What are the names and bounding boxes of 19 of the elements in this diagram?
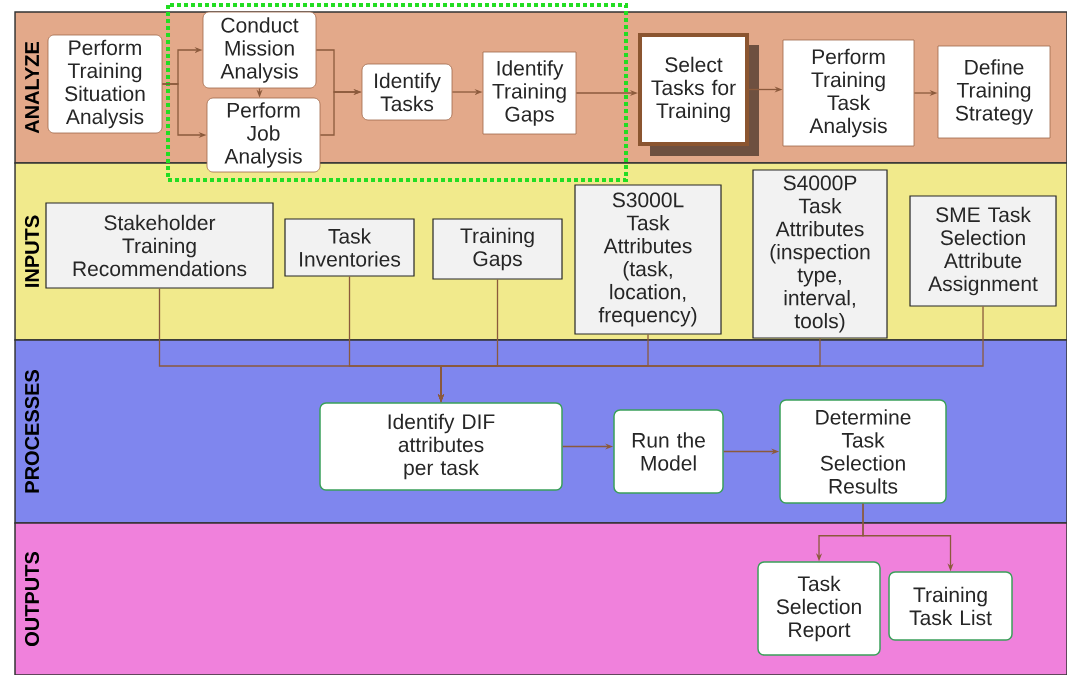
process-box: Conduct Mission Analysis bbox=[202, 11, 317, 89]
process-box: Perform Job Analysis bbox=[206, 97, 321, 173]
process-box: Training Task List bbox=[888, 571, 1013, 641]
process-box: Run the Model bbox=[613, 409, 724, 494]
input-box: Task Inventories bbox=[284, 218, 415, 277]
process-box: Identify DIF attributes per task bbox=[319, 402, 563, 491]
highlighted-process-box: Select Tasks for Training bbox=[638, 33, 759, 156]
process-box: Determine Task Selection Results bbox=[779, 399, 947, 504]
input-box: Training Gaps bbox=[432, 218, 563, 280]
input-box: S4000P Task Attributes (inspection type, interval, tools) bbox=[752, 169, 888, 339]
process-box: Identify Training Gaps bbox=[482, 51, 577, 135]
input-box: S3000L Task Attributes (task, location, frequency) bbox=[574, 184, 722, 335]
input-box: SME Task Selection Attribute Assignment bbox=[909, 195, 1057, 307]
process-box: Define Training Strategy bbox=[937, 45, 1051, 139]
process-box: Task Selection Report bbox=[757, 561, 881, 656]
process-box: Perform Training Task Analysis bbox=[782, 39, 915, 147]
process-box: Identify Tasks bbox=[361, 63, 453, 121]
process-box: Perform Training Situation Analysis bbox=[47, 34, 163, 134]
input-box: Stakeholder Training Recommendations bbox=[45, 202, 274, 289]
